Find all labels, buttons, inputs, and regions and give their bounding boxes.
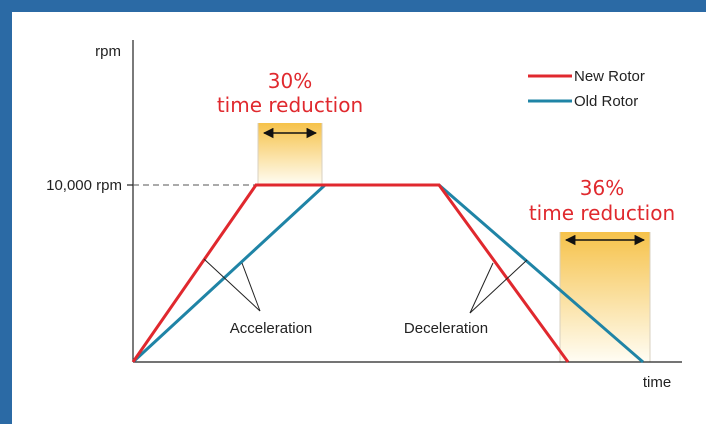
accel-reduction-text: time reduction — [217, 93, 363, 117]
y-axis-label: rpm — [95, 43, 121, 60]
y-tick-label-10000: 10,000 rpm — [46, 177, 122, 194]
accel-reduction-percent: 30% — [268, 69, 312, 93]
legend-label-new-rotor: New Rotor — [574, 68, 645, 85]
x-axis-label: time — [643, 374, 671, 391]
acceleration-pointer-old — [241, 262, 261, 312]
acceleration-label: Acceleration — [230, 320, 313, 337]
legend: New Rotor Old Rotor — [528, 68, 645, 110]
decel-reduction-highlight — [560, 232, 650, 362]
series-line-new-rotor — [131, 183, 570, 363]
frame-top-bar — [0, 0, 706, 12]
decel-reduction-text: time reduction — [529, 201, 675, 225]
acceleration-pointer-new — [203, 258, 261, 312]
deceleration-label: Deceleration — [404, 320, 488, 337]
deceleration-pointer-new — [469, 262, 494, 314]
frame-left-bar — [0, 0, 12, 424]
legend-label-old-rotor: Old Rotor — [574, 93, 638, 110]
deceleration-pointer-old — [469, 259, 528, 314]
decel-reduction-percent: 36% — [580, 176, 624, 200]
